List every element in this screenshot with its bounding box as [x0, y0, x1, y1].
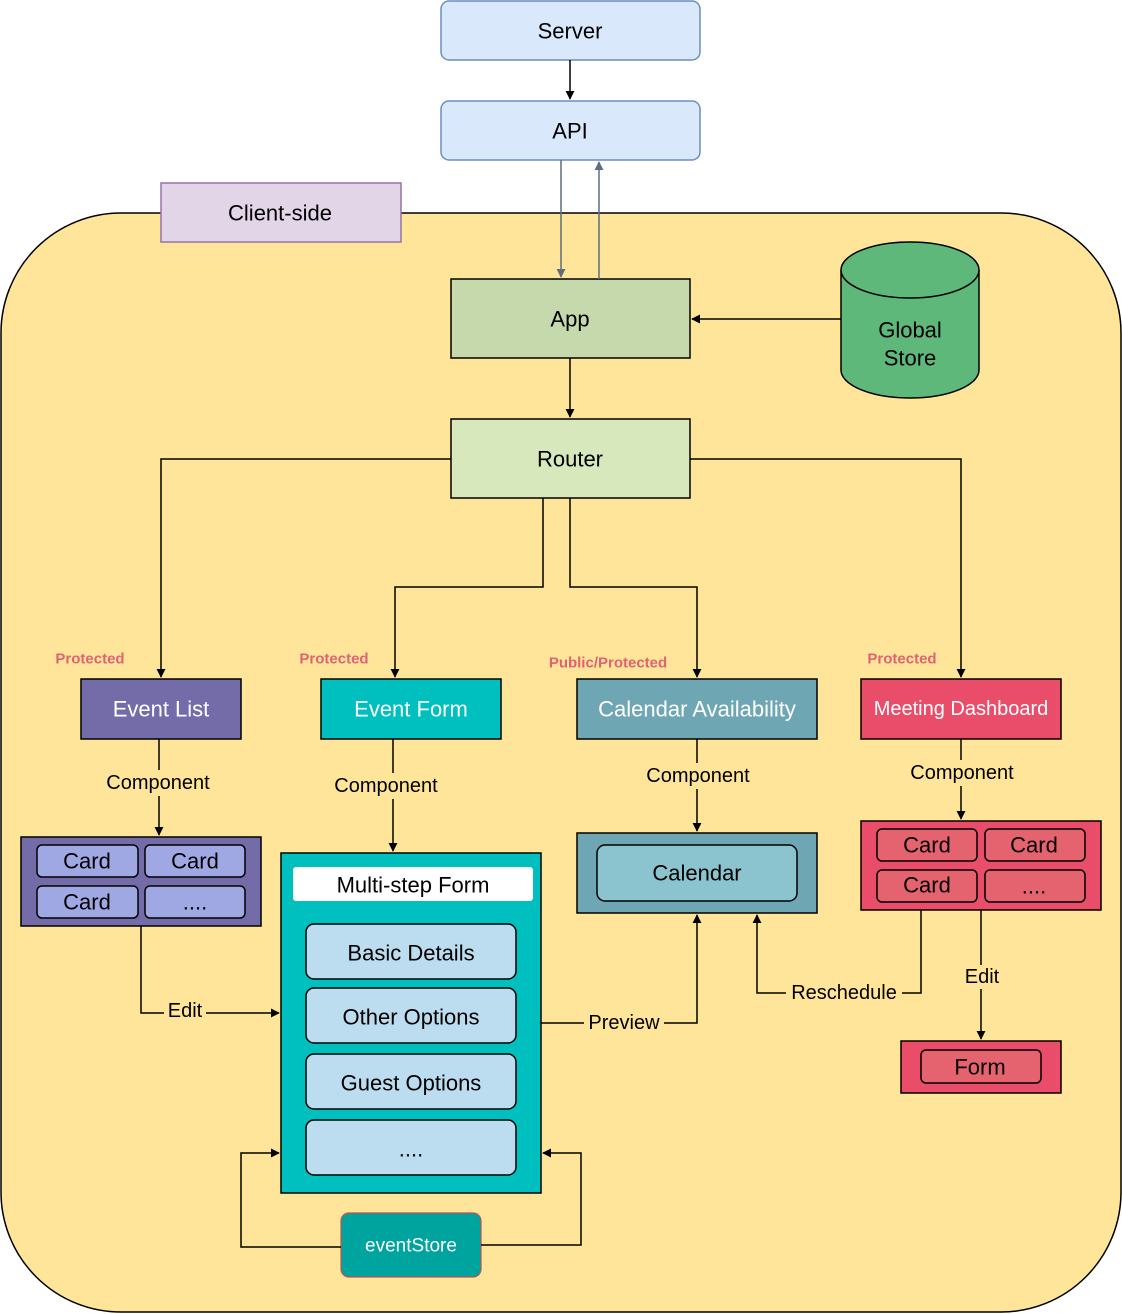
global-store-node[interactable]: Global Store [840, 241, 980, 399]
multi-step-form-container: Multi-step Form Basic Details Other Opti… [280, 852, 542, 1194]
other-options-label: Other Options [343, 1005, 480, 1030]
event-list-label: Event List [113, 697, 210, 722]
server-label: Server [538, 19, 603, 44]
global-store-label-line1: Global [878, 318, 942, 343]
edge-label-component-event-form: Component [328, 773, 446, 799]
guest-options-label: Guest Options [341, 1071, 482, 1096]
card-more-label: .... [183, 890, 207, 915]
calendar-node[interactable]: Calendar [596, 844, 798, 902]
edit-label: Edit [965, 966, 1000, 988]
edge-label-edit-event-list: Edit [164, 999, 206, 1023]
form-step-more[interactable]: .... [305, 1119, 517, 1176]
edge-label-component-dashboard: Component [903, 760, 1021, 786]
client-side-label: Client-side [228, 201, 332, 226]
reschedule-label: Reschedule [791, 982, 897, 1004]
basic-details-label: Basic Details [347, 941, 474, 966]
dashboard-cards-container: Card Card Card .... [860, 820, 1102, 911]
edge-store-form-left [240, 1148, 341, 1248]
form-step-guest-options[interactable]: Guest Options [305, 1053, 517, 1110]
multi-step-form-title: Multi-step Form [337, 873, 490, 898]
event-list-access-tag: Protected [55, 651, 124, 668]
card-more-label: .... [1022, 874, 1046, 899]
event-store-node[interactable]: eventStore [340, 1212, 482, 1278]
dashboard-card[interactable]: Card [984, 828, 1086, 862]
edge-router-event-form [390, 498, 544, 678]
edge-label-preview: Preview [584, 1011, 664, 1035]
form-label: Form [954, 1055, 1005, 1080]
router-node[interactable]: Router [450, 418, 691, 499]
calendar-label: Calendar [652, 861, 741, 886]
edge-store-form-right [481, 1148, 582, 1246]
form-step-other-options[interactable]: Other Options [305, 987, 517, 1044]
calendar-availability-node[interactable]: Calendar Availability [576, 678, 818, 740]
edge-label-edit-dashboard: Edit [961, 965, 1003, 989]
card-label: Card [903, 833, 951, 858]
component-label: Component [910, 762, 1014, 784]
event-form-label: Event Form [354, 697, 468, 722]
edge-router-calendar-availability [569, 498, 702, 678]
event-list-card[interactable]: Card [144, 844, 246, 878]
dashboard-form-node[interactable]: Form [920, 1049, 1042, 1084]
api-label: API [552, 119, 587, 144]
dashboard-card[interactable]: Card [876, 828, 978, 862]
edge-label-reschedule: Reschedule [786, 981, 902, 1005]
calendar-availability-label: Calendar Availability [598, 697, 796, 722]
card-label: Card [63, 890, 111, 915]
calendar-availability-access-tag: Public/Protected [549, 655, 667, 672]
server-node[interactable]: Server [440, 0, 701, 61]
app-node[interactable]: App [450, 278, 691, 359]
dashboard-form-container: Form [900, 1040, 1062, 1094]
app-label: App [550, 307, 589, 332]
client-side-label-box: Client-side [160, 182, 402, 243]
event-list-cards-container: Card Card Card .... [20, 836, 262, 927]
edge-label-component-calendar: Component [639, 763, 757, 789]
component-label: Component [334, 775, 438, 797]
router-label: Router [537, 447, 603, 472]
preview-label: Preview [588, 1012, 660, 1034]
edge-router-event-list [156, 458, 451, 678]
card-label: Card [171, 849, 219, 874]
meeting-dashboard-access-tag: Protected [867, 651, 936, 668]
card-label: Card [903, 873, 951, 898]
dashboard-card[interactable]: Card [876, 869, 978, 903]
global-store-label-line2: Store [884, 346, 937, 371]
event-form-access-tag: Protected [299, 651, 368, 668]
event-list-card[interactable]: Card [36, 885, 139, 919]
event-list-node[interactable]: Event List [80, 678, 242, 740]
form-step-basic-details[interactable]: Basic Details [305, 923, 517, 980]
calendar-container: Calendar [576, 832, 818, 914]
dashboard-card-more[interactable]: .... [984, 869, 1086, 903]
api-node[interactable]: API [440, 100, 701, 161]
edge-router-meeting-dashboard [690, 458, 966, 678]
event-store-label: eventStore [365, 1236, 457, 1257]
meeting-dashboard-node[interactable]: Meeting Dashboard [860, 678, 1062, 740]
card-label: Card [63, 849, 111, 874]
edge-event-list-edit [140, 926, 280, 1018]
event-list-card-more[interactable]: .... [144, 885, 246, 919]
component-label: Component [646, 765, 750, 787]
edge-label-component-event-list: Component [100, 770, 218, 796]
event-form-node[interactable]: Event Form [320, 678, 502, 740]
card-label: Card [1010, 833, 1058, 858]
event-list-card[interactable]: Card [36, 844, 139, 878]
edit-label: Edit [168, 1000, 203, 1022]
meeting-dashboard-label: Meeting Dashboard [874, 698, 1049, 720]
form-more-label: .... [399, 1137, 423, 1162]
component-label: Component [106, 772, 210, 794]
